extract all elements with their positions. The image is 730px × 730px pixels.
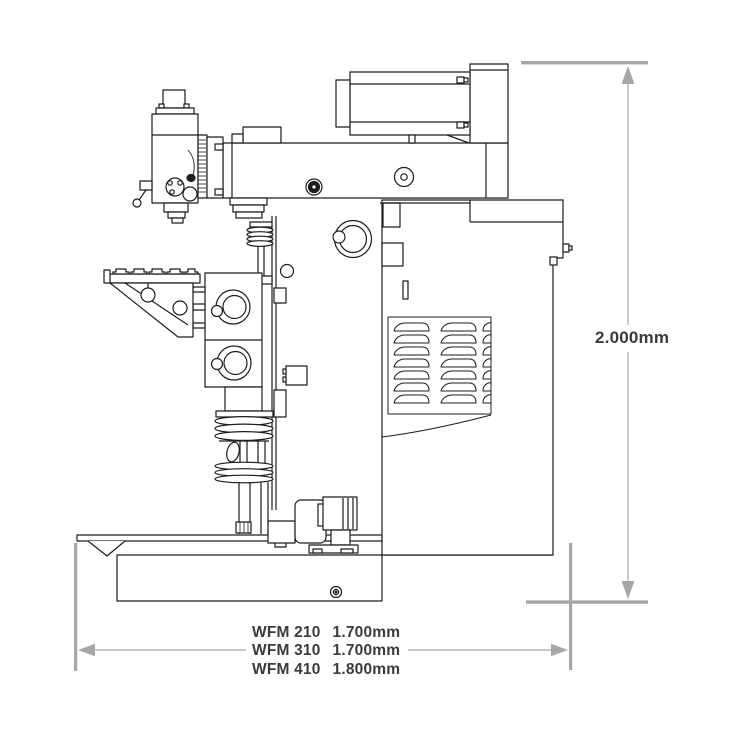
model-width-value: 1.700mm — [332, 642, 401, 660]
model-name: WFM 310 — [252, 642, 321, 660]
width-dimension-row: WFM 310 1.700mm — [252, 642, 400, 660]
left-extension-bar — [74, 543, 78, 671]
screw-foot — [235, 521, 252, 534]
vent-louvers — [393, 322, 492, 404]
table-body — [107, 273, 201, 284]
column-side-box-1 — [382, 202, 401, 228]
way-clamp-lower — [273, 389, 287, 418]
angle-bracket — [109, 282, 194, 338]
column-front-way — [271, 216, 373, 510]
cover-seam — [381, 414, 492, 438]
head-ram-bracket — [206, 136, 224, 199]
feed-motor — [267, 496, 359, 554]
column-side-tab — [402, 280, 409, 300]
width-dimension-table: WFM 210 1.700mm WFM 310 1.700mm WFM 410 … — [246, 622, 409, 682]
motor-bolt-top — [456, 76, 465, 84]
head-hub-knob — [165, 177, 185, 197]
arrow-right-icon — [551, 643, 568, 657]
motor-mount-block — [469, 63, 509, 144]
height-dimension-label: 2.000mm — [592, 328, 673, 348]
ram-top-box — [242, 126, 282, 144]
height-dimension-line — [521, 61, 648, 604]
width-dimension-row: WFM 210 1.700mm — [252, 624, 400, 642]
knee-top-knob — [279, 263, 295, 279]
width-dimension-row: WFM 410 1.800mm — [252, 661, 400, 679]
head-dark-knob — [186, 173, 196, 183]
quill-step-2 — [167, 211, 186, 219]
arrow-down-icon — [621, 581, 635, 599]
upper-elevating-screw — [229, 197, 295, 285]
model-name: WFM 210 — [252, 624, 321, 641]
right-extension-bar — [569, 543, 573, 670]
knee-lower-block — [224, 386, 263, 412]
top-extension-bar — [521, 61, 648, 65]
chip-tray-spout — [87, 540, 126, 557]
lever-knob — [132, 198, 142, 208]
spindle-head — [132, 89, 224, 224]
turret-crank-knob — [332, 230, 346, 244]
arrow-left-icon — [78, 643, 95, 657]
main-motor — [335, 63, 509, 144]
model-width-value: 1.700mm — [332, 624, 401, 641]
feed-gear-shaft-box — [267, 520, 296, 544]
way-clamp-upper — [273, 287, 287, 304]
handwheel-lower-knob — [210, 357, 224, 371]
feed-gearbox — [322, 496, 358, 531]
spindle-nose — [171, 217, 184, 224]
feed-motor-base — [308, 544, 359, 554]
feed-motor-neck — [330, 529, 351, 546]
handwheel-upper-knob — [210, 304, 224, 318]
column-step-clamp — [549, 256, 558, 266]
motor-bolt-bottom — [456, 121, 465, 129]
t-slot-clamps — [112, 268, 199, 275]
table-assembly — [103, 268, 201, 338]
motor-end-cap — [335, 79, 351, 128]
floor-extension-bar — [526, 600, 648, 604]
model-name: WFM 410 — [252, 660, 321, 678]
vent-panel — [387, 316, 492, 415]
screw-lever — [226, 441, 240, 463]
column-bolt — [562, 243, 570, 253]
motor-body — [349, 71, 471, 136]
head-motor-cap — [162, 89, 186, 109]
model-width-value: 1.800mm — [332, 660, 401, 678]
base-pedestal — [116, 554, 383, 602]
tilt-scale — [197, 134, 208, 199]
limit-switch-box — [285, 365, 308, 386]
quill-step-1 — [163, 202, 189, 213]
head-flange — [155, 107, 195, 115]
arrow-up-icon — [621, 66, 635, 84]
width-dimension-line — [74, 543, 573, 671]
knee — [188, 272, 308, 412]
ram — [222, 70, 509, 204]
ram-ring-knob — [393, 166, 415, 188]
column-side-box-2 — [381, 242, 404, 267]
head-cable — [187, 149, 195, 177]
elevating-bellows — [214, 410, 287, 548]
head-lower-knob — [182, 186, 198, 202]
lever-boss — [139, 180, 153, 191]
